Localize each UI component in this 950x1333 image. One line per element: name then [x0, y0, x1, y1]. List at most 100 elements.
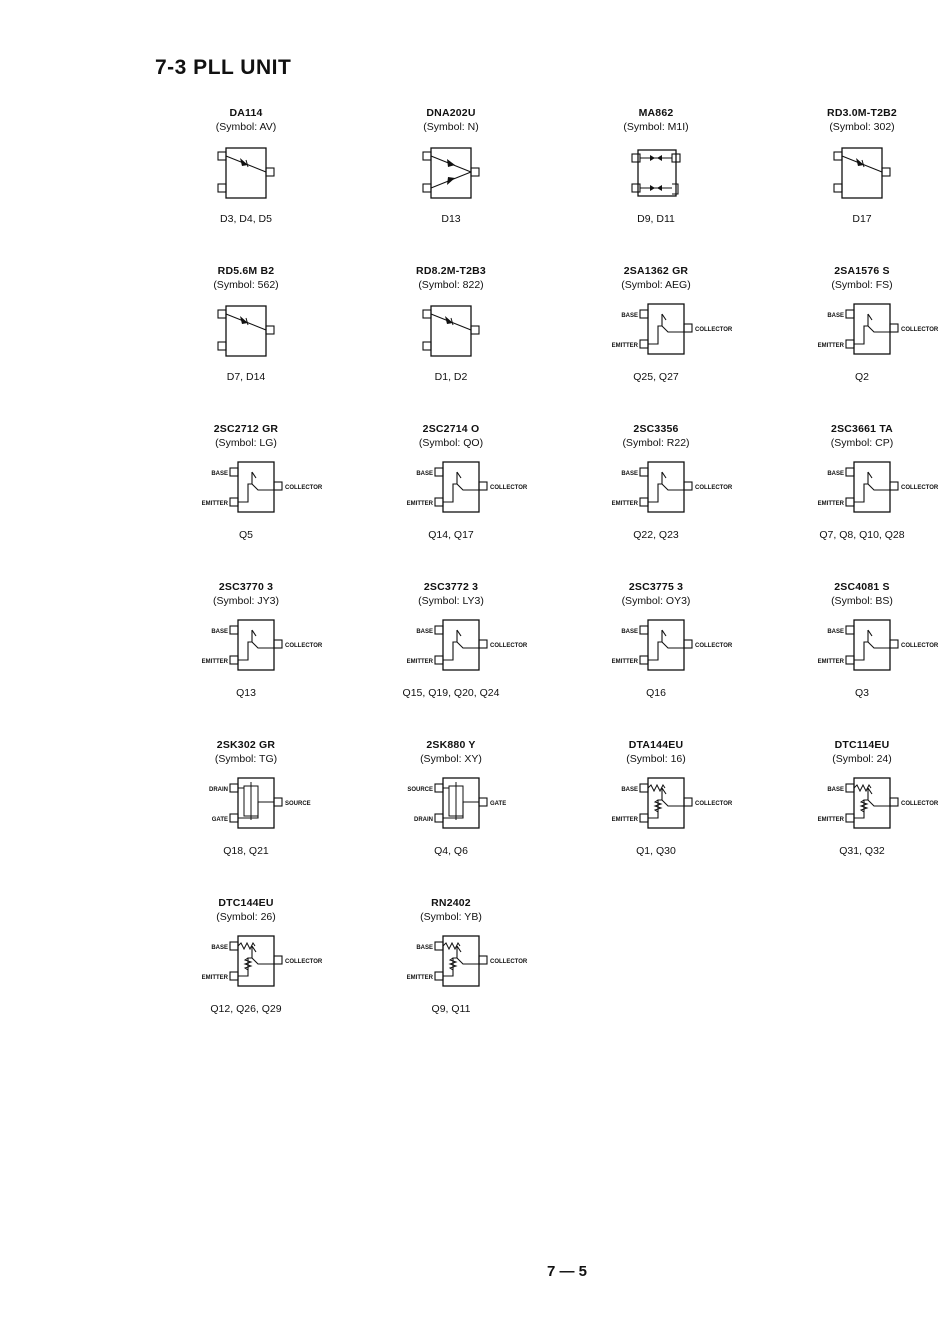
component-entry: RD5.6M B2(Symbol: 562)D7, D14: [156, 264, 336, 384]
part-number: 2SC3772 3: [423, 581, 479, 593]
symbol-marking: (Symbol: 562): [213, 279, 279, 291]
part-number: DTC144EU: [218, 897, 274, 909]
package-diagram: [422, 305, 480, 357]
reference-designators: D7, D14: [226, 371, 266, 383]
pin-label: EMITTER: [612, 343, 639, 349]
pin-label: COLLECTOR: [285, 643, 323, 649]
package-diagram: BASE EMITTER COLLECTOR: [818, 461, 939, 513]
reference-designators: Q2: [854, 371, 869, 383]
reference-designators: D1, D2: [434, 371, 468, 383]
pin-label: COLLECTOR: [490, 485, 528, 491]
pin-label: EMITTER: [612, 659, 639, 665]
reference-designators: Q22, Q23: [633, 529, 679, 541]
symbol-marking: (Symbol: OY3): [621, 595, 691, 607]
pin-label: BASE: [621, 787, 638, 793]
pin-label: COLLECTOR: [901, 485, 939, 491]
part-number: 2SC3661 TA: [831, 423, 893, 435]
pin-label: EMITTER: [818, 501, 845, 507]
reference-designators: D17: [852, 213, 872, 225]
reference-designators: Q7, Q8, Q10, Q28: [819, 529, 905, 541]
symbol-marking: (Symbol: N): [423, 121, 479, 133]
symbol-marking: (Symbol: 24): [832, 753, 892, 765]
part-number: RD8.2M-T2B3: [416, 265, 486, 277]
symbol-marking: (Symbol: TG): [214, 753, 278, 765]
pin-label: BASE: [621, 629, 638, 635]
symbol-marking: (Symbol: XY): [420, 753, 482, 765]
pin-label: GATE: [490, 801, 506, 807]
pin-label: EMITTER: [202, 975, 229, 981]
pin-label: SOURCE: [407, 787, 433, 793]
reference-designators: Q15, Q19, Q20, Q24: [402, 687, 500, 699]
reference-designators: Q18, Q21: [223, 845, 269, 857]
symbol-marking: (Symbol: 822): [418, 279, 484, 291]
component-entry: RD3.0M-T2B2(Symbol: 302)D17: [772, 106, 950, 226]
part-number: 2SK302 GR: [216, 739, 276, 751]
pin-label: BASE: [416, 629, 433, 635]
symbol-marking: (Symbol: LG): [215, 437, 277, 449]
pin-label: COLLECTOR: [695, 643, 733, 649]
pin-label: BASE: [827, 313, 844, 319]
pin-label: BASE: [827, 471, 844, 477]
package-diagram: SOURCE DRAIN GATE: [407, 777, 506, 829]
pin-label: DRAIN: [414, 817, 433, 823]
pin-label: BASE: [827, 629, 844, 635]
page-number: 7 — 5: [546, 1263, 588, 1280]
symbol-marking: (Symbol: QO): [418, 437, 484, 449]
component-entry: DA114(Symbol: AV)D3, D4, D5: [156, 106, 336, 226]
pin-label: BASE: [211, 629, 228, 635]
package-diagram: [833, 147, 891, 199]
reference-designators: Q9, Q11: [431, 1003, 471, 1015]
part-number: 2SA1362 GR: [623, 265, 689, 277]
reference-designators: Q1, Q30: [636, 845, 676, 857]
reference-designators: Q12, Q26, Q29: [210, 1003, 282, 1015]
pin-label: EMITTER: [407, 975, 434, 981]
symbol-marking: (Symbol: BS): [831, 595, 893, 607]
pin-label: EMITTER: [407, 501, 434, 507]
part-number: RN2402: [431, 897, 471, 909]
symbol-marking: (Symbol: FS): [831, 279, 893, 291]
symbol-marking: (Symbol: R22): [622, 437, 690, 449]
pin-label: SOURCE: [285, 801, 311, 807]
part-number: 2SC3356: [633, 423, 679, 435]
reference-designators: Q13: [236, 687, 256, 699]
pin-label: EMITTER: [818, 659, 845, 665]
pin-label: EMITTER: [612, 501, 639, 507]
part-number: 2SC2712 GR: [213, 423, 279, 435]
reference-designators: Q31, Q32: [839, 845, 885, 857]
reference-designators: Q4, Q6: [434, 845, 468, 857]
symbol-marking: (Symbol: 26): [216, 911, 276, 923]
symbol-marking: (Symbol: 16): [626, 753, 686, 765]
pin-label: COLLECTOR: [490, 643, 528, 649]
reference-designators: D9, D11: [637, 213, 675, 225]
pin-label: BASE: [827, 787, 844, 793]
package-diagram: [422, 147, 480, 199]
pin-label: COLLECTOR: [490, 959, 528, 965]
symbol-marking: (Symbol: JY3): [213, 595, 279, 607]
pin-label: BASE: [621, 313, 638, 319]
package-diagram: BASE EMITTER COLLECTOR: [612, 619, 733, 671]
pin-label: BASE: [211, 471, 228, 477]
component-entry: DNA202U(Symbol: N)D13: [361, 106, 541, 226]
pin-label: EMITTER: [202, 501, 229, 507]
pin-label: EMITTER: [818, 817, 845, 823]
pin-label: BASE: [621, 471, 638, 477]
part-number: RD3.0M-T2B2: [827, 107, 897, 119]
part-number: DTC114EU: [834, 739, 890, 751]
